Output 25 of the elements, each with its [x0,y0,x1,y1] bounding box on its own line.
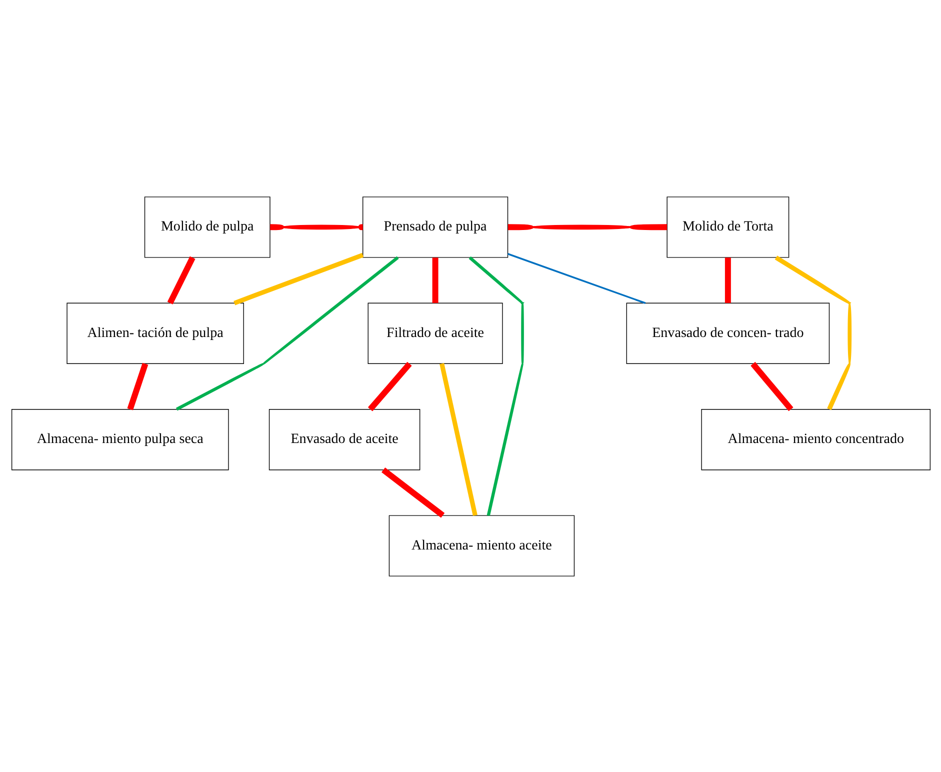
node-box: Prensado de pulpa [362,196,508,258]
connector [233,252,364,305]
connector [750,361,793,411]
connector [468,256,524,516]
connector [270,224,362,230]
connector [175,256,398,410]
connector [367,361,412,411]
node-box: Almacena- miento aceite [388,514,574,576]
connector [774,255,852,410]
connector [432,257,438,303]
node-box: Almacena- miento concentrado [700,408,930,470]
node-box: Molido de pulpa [144,196,270,258]
connector [724,257,730,303]
node-box: Alimen- tación de pulpa [66,302,244,364]
node-box: Envasado de aceite [268,408,420,470]
connector [166,256,195,304]
connector [126,362,148,410]
connector [439,362,477,516]
connector [507,224,666,230]
connector [381,467,444,518]
node-box: Almacena- miento pulpa seca [10,408,228,470]
node-box: Molido de Torta [666,196,789,258]
node-box: Envasado de concen- trado [626,302,830,364]
node-box: Filtrado de aceite [367,302,502,364]
connector [507,252,646,304]
